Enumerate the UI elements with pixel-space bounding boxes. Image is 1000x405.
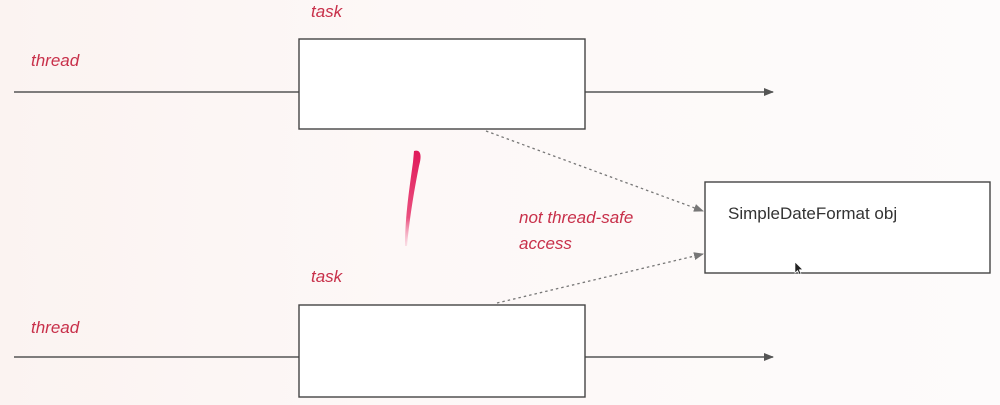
annotation-line-2: access	[519, 234, 572, 253]
shared-object-box	[704, 181, 991, 274]
shared-object-label: SimpleDateFormat obj	[728, 204, 898, 223]
access-arrow-bottom	[496, 252, 704, 304]
task-box-bottom	[298, 304, 586, 398]
thread-label-bottom: thread	[31, 318, 80, 337]
pen-stroke-mark	[405, 150, 421, 246]
task-label-top: task	[311, 2, 343, 21]
annotation-line-1: not thread-safe	[519, 208, 634, 227]
access-arrow-top	[485, 130, 704, 212]
thread-label-top: thread	[31, 51, 80, 70]
mouse-pointer-icon	[794, 261, 804, 275]
task-box-top	[298, 38, 586, 130]
task-label-bottom: task	[311, 267, 343, 286]
